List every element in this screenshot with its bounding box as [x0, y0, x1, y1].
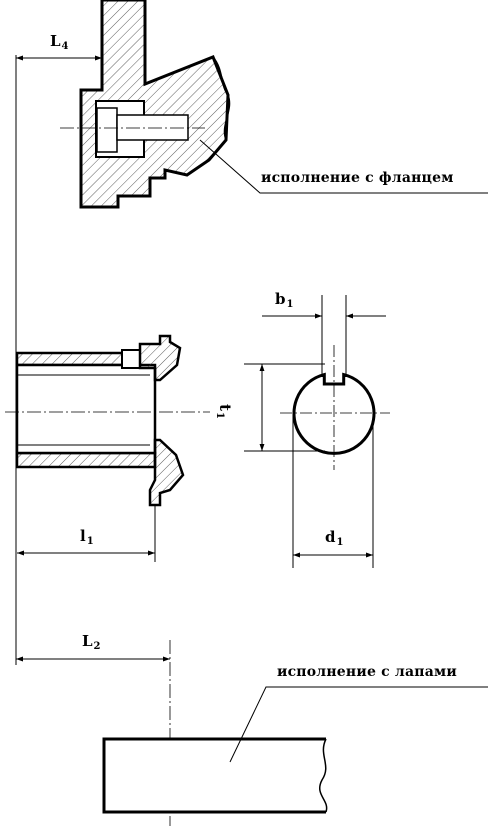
label-L4: L4: [50, 34, 69, 52]
flange-note-leader: [199, 139, 488, 194]
flange-section: [79, 0, 231, 209]
label-l1: l1: [80, 529, 94, 547]
shaft-end-view: [15, 334, 185, 507]
feet-mount-body: [102, 737, 328, 814]
label-l1-sub: 1: [86, 536, 94, 547]
label-b1-sub: 1: [286, 299, 294, 310]
label-d1: d1: [325, 530, 343, 548]
label-t1-sub: 1: [214, 411, 225, 419]
label-L2-sub: 2: [93, 641, 101, 652]
label-t1-main: t: [216, 404, 234, 411]
note-feet-variant: исполнение с лапами: [277, 664, 457, 680]
label-b1: b1: [275, 292, 293, 310]
label-l1-main: l: [80, 527, 86, 545]
note-flange-variant: исполнение с фланцем: [261, 170, 454, 186]
label-t1: t1: [214, 404, 234, 419]
label-d1-sub: 1: [336, 537, 344, 548]
feet-note-leader: [229, 686, 488, 763]
label-L2: L2: [82, 634, 101, 652]
label-d1-main: d: [325, 528, 336, 546]
label-b1-main: b: [275, 290, 286, 308]
label-L2-main: L: [82, 632, 93, 650]
label-L4-main: L: [50, 32, 61, 50]
label-L4-sub: 4: [61, 41, 69, 52]
